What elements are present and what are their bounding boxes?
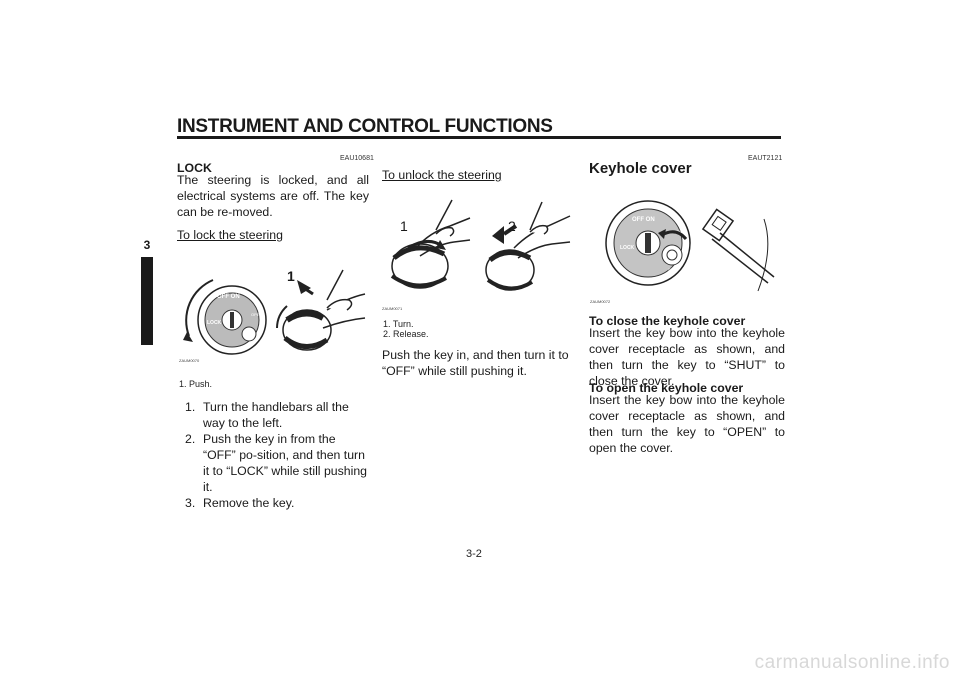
unlock-callout-1: 1 bbox=[400, 218, 408, 234]
lock-figure: OFF ON LOCK OPEN ZAUM0070 1 bbox=[177, 258, 369, 370]
unlock-caption-2: 2. Release. bbox=[383, 329, 429, 339]
svg-text:OPEN: OPEN bbox=[251, 312, 262, 317]
header-rule bbox=[177, 136, 781, 139]
svg-text:OFF ON: OFF ON bbox=[632, 217, 655, 223]
lock-step: 3.Remove the key. bbox=[185, 496, 295, 510]
keyhole-cover-heading: Keyhole cover bbox=[589, 160, 692, 177]
unlock-figure: ZAUM0071 1 2 bbox=[380, 196, 572, 314]
keyhole-figure: OFF ON LOCK OPEN SHUT ZAUM0072 bbox=[588, 199, 780, 309]
unlock-illustration: ZAUM0071 bbox=[382, 199, 571, 311]
lock-paragraph: The steering is locked, and all electric… bbox=[177, 173, 369, 219]
chapter-tab-marker bbox=[141, 257, 153, 345]
keyhole-figure-code: ZAUM0072 bbox=[590, 299, 611, 304]
keyhole-illustration: OFF ON LOCK OPEN SHUT ZAUM0072 bbox=[590, 200, 775, 304]
svg-text:LOCK: LOCK bbox=[207, 320, 222, 326]
lock-steps-list: 1.Turn the handlebars all the way to the… bbox=[185, 399, 369, 511]
unlock-steering-subheading: To unlock the steering bbox=[382, 168, 502, 182]
lock-heading: LOCK bbox=[177, 161, 212, 175]
lock-step: 2.Push the key in from the “OFF” po-siti… bbox=[185, 432, 368, 494]
lock-figure-code: ZAUM0070 bbox=[179, 358, 200, 363]
lock-illustration: OFF ON LOCK OPEN ZAUM0070 bbox=[179, 269, 366, 363]
chapter-number: 3 bbox=[143, 238, 151, 252]
open-cover-text: Insert the key bow into the keyhole cove… bbox=[589, 393, 785, 455]
svg-text:OFF ON: OFF ON bbox=[217, 294, 240, 300]
unlock-caption-1: 1. Turn. bbox=[383, 319, 414, 329]
col3-reference-code: EAUT2121 bbox=[748, 155, 783, 162]
svg-text:SHUT: SHUT bbox=[668, 267, 679, 272]
unlock-callout-2: 2 bbox=[508, 218, 516, 234]
col1-reference-code: EAU10681 bbox=[340, 155, 374, 162]
lock-steering-subheading: To lock the steering bbox=[177, 228, 283, 242]
watermark: carmanualsonline.info bbox=[754, 652, 950, 673]
open-cover-title: To open the keyhole cover bbox=[589, 381, 744, 395]
unlock-paragraph: Push the key in, and then turn it to “OF… bbox=[382, 348, 569, 378]
page-number: 3-2 bbox=[466, 548, 482, 560]
page-header-title: INSTRUMENT AND CONTROL FUNCTIONS bbox=[177, 116, 553, 137]
lock-step: 1.Turn the handlebars all the way to the… bbox=[185, 400, 349, 430]
svg-text:LOCK: LOCK bbox=[620, 245, 635, 251]
lock-figure-callout: 1 bbox=[287, 268, 295, 284]
close-cover-text: Insert the key bow into the keyhole cove… bbox=[589, 326, 785, 388]
close-cover-title: To close the keyhole cover bbox=[589, 314, 746, 328]
unlock-figure-code: ZAUM0071 bbox=[382, 306, 403, 311]
lock-figure-caption: 1. Push. bbox=[179, 379, 213, 389]
